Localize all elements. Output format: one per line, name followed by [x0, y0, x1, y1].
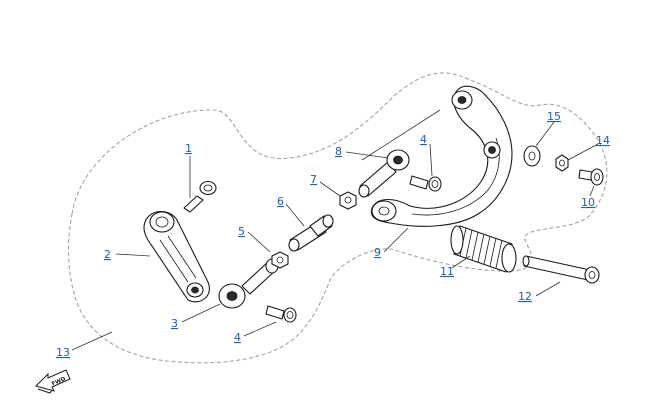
part-6-threaded-rod — [288, 214, 334, 252]
callout-1[interactable]: 1 — [185, 142, 192, 155]
part-10-bolt — [578, 168, 604, 186]
callout-15[interactable]: 15 — [547, 110, 561, 123]
part-9-shift-lever — [370, 85, 513, 227]
part-7-nut — [339, 191, 357, 210]
part-15-washer — [523, 145, 541, 167]
forward-arrow-icon: FWD — [35, 369, 71, 394]
callout-7[interactable]: 7 — [310, 173, 317, 186]
callout-6[interactable]: 6 — [277, 195, 284, 208]
callout-12[interactable]: 12 — [518, 290, 532, 303]
callout-10[interactable]: 10 — [581, 196, 595, 209]
part-5-nut — [271, 251, 289, 269]
callout-2[interactable]: 2 — [104, 248, 111, 261]
leader-lines — [71, 109, 599, 351]
part-3-rod-end — [218, 258, 279, 309]
callout-4-upper[interactable]: 4 — [420, 133, 427, 146]
callout-14[interactable]: 14 — [596, 134, 610, 147]
callout-13[interactable]: 13 — [56, 346, 70, 359]
callout-11[interactable]: 11 — [440, 265, 454, 278]
part-4-bolt-upper — [409, 175, 442, 192]
part-1-bolt — [183, 180, 217, 213]
forward-arrow-label: FWD — [51, 376, 67, 388]
part-4-bolt-lower — [265, 305, 297, 323]
callout-3[interactable]: 3 — [171, 317, 178, 330]
part-2-lever-bracket — [143, 210, 210, 303]
callout-8[interactable]: 8 — [335, 145, 342, 158]
part-12-long-bolt — [522, 255, 600, 284]
callout-4-lower[interactable]: 4 — [234, 331, 241, 344]
part-14-nut — [555, 154, 569, 172]
part-11-footpeg-rubber — [450, 225, 517, 273]
callout-9[interactable]: 9 — [374, 246, 381, 259]
callout-5[interactable]: 5 — [238, 225, 245, 238]
part-8-rod-end — [358, 149, 410, 198]
